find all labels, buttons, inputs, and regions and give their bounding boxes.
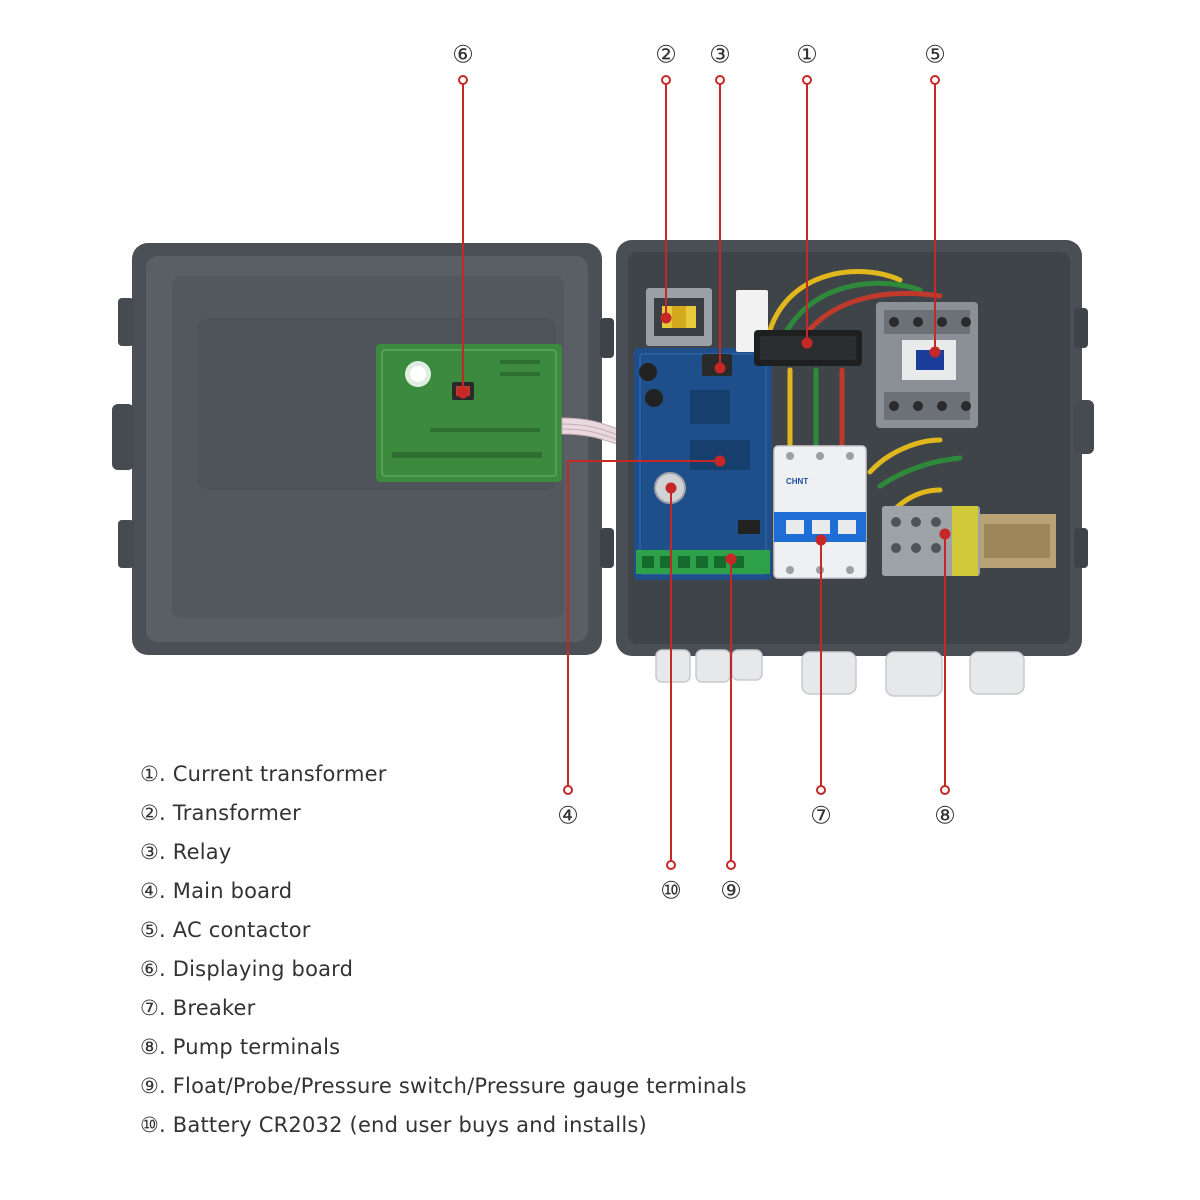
- callout-marker-6: ⑥: [452, 41, 474, 69]
- breaker: CHNT: [773, 445, 867, 579]
- callout-dot-5: [929, 346, 941, 358]
- breaker-brand: CHNT: [786, 477, 808, 486]
- callout-dot-2: [661, 75, 671, 85]
- callout-9: ⑨: [720, 553, 742, 905]
- callout-marker-10: ⑩: [660, 877, 682, 905]
- callout-dot-3: [715, 75, 725, 85]
- legend-item-battery: ⑩. Battery CR2032 (end user buys and ins…: [140, 1113, 647, 1137]
- callout-10: ⑩: [660, 482, 682, 905]
- callout-marker-1: ①: [796, 41, 818, 69]
- callout-marker-2: ②: [655, 41, 677, 69]
- callout-dot-4: [714, 455, 726, 467]
- callout-dot-6: [457, 387, 469, 399]
- callout-marker-9: ⑨: [720, 877, 742, 905]
- main-board: [634, 290, 772, 580]
- callout-dot-4: [563, 785, 573, 795]
- legend-item-main-board: ④. Main board: [140, 879, 293, 903]
- callout-marker-8: ⑧: [934, 802, 956, 830]
- callout-marker-5: ⑤: [924, 41, 946, 69]
- legend-item-displaying-board: ⑥. Displaying board: [140, 957, 354, 981]
- callout-3: ③: [709, 41, 731, 374]
- callout-dot-8: [940, 785, 950, 795]
- callout-marker-7: ⑦: [810, 802, 832, 830]
- legend-item-float-probe-terminals: ⑨. Float/Probe/Pressure switch/Pressure …: [140, 1074, 747, 1098]
- callout-4: ④: [557, 455, 726, 830]
- callout-dot-3: [714, 362, 726, 374]
- callout-marker-3: ③: [709, 41, 731, 69]
- callout-dot-9: [726, 860, 736, 870]
- legend-list: ①. Current transformer ②. Transformer ③.…: [140, 762, 747, 1152]
- legend-item-breaker: ⑦. Breaker: [140, 996, 256, 1020]
- callout-1: ①: [796, 41, 818, 349]
- displaying-board: [376, 344, 562, 482]
- callout-dot-2: [660, 312, 672, 324]
- callout-marker-4: ④: [557, 802, 579, 830]
- callout-dot-5: [930, 75, 940, 85]
- callout-8: ⑧: [934, 528, 956, 830]
- callout-dot-10: [665, 482, 677, 494]
- callout-dot-7: [816, 785, 826, 795]
- callout-2: ②: [655, 41, 677, 324]
- callout-dot-6: [458, 75, 468, 85]
- legend-item-pump-terminals: ⑧. Pump terminals: [140, 1035, 341, 1059]
- ac-contactor: [876, 302, 978, 428]
- callout-7: ⑦: [810, 534, 832, 830]
- callout-dot-8: [939, 528, 951, 540]
- callout-5: ⑤: [924, 41, 946, 358]
- callout-dot-9: [725, 553, 737, 565]
- legend-item-relay: ③. Relay: [140, 840, 232, 864]
- legend-item-current-transformer: ①. Current transformer: [140, 762, 387, 786]
- callout-dot-7: [815, 534, 827, 546]
- legend-item-ac-contactor: ⑤. AC contactor: [140, 918, 311, 942]
- pump-terminals: [882, 506, 1056, 576]
- callout-dot-1: [802, 75, 812, 85]
- callout-line-4: [567, 460, 720, 790]
- legend-item-transformer: ②. Transformer: [140, 801, 301, 825]
- callout-6: ⑥: [452, 41, 474, 399]
- callout-layer: ① ② ③ ④ ⑤ ⑥ ⑦ ⑧ ⑨ ⑩: [452, 41, 956, 905]
- callout-dot-1: [801, 337, 813, 349]
- transformer: [646, 288, 712, 346]
- callout-dot-10: [666, 860, 676, 870]
